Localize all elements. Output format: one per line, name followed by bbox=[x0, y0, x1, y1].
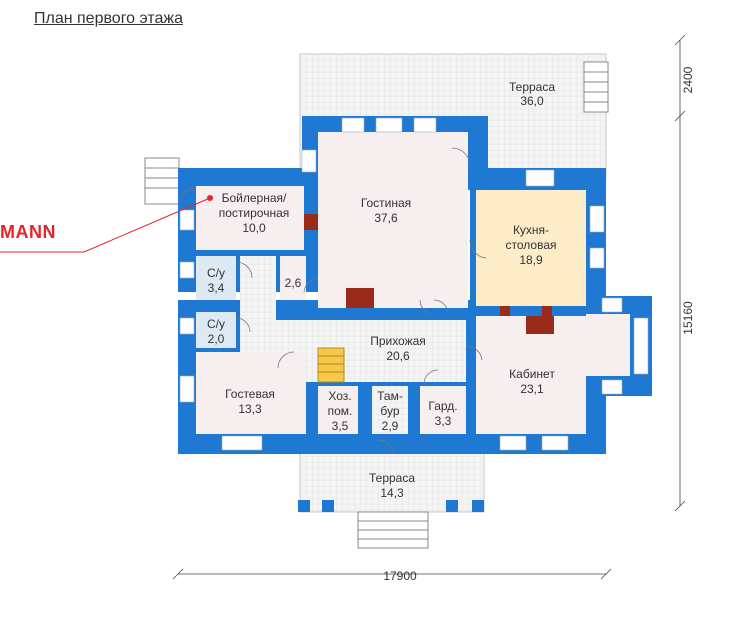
dimension-terrace: 2400 bbox=[681, 66, 695, 93]
wc1-floor bbox=[196, 256, 236, 300]
wc1-name: С/у bbox=[207, 266, 225, 280]
wardrobe-area: 3,3 bbox=[435, 414, 452, 428]
terrace-top-name: Терраса bbox=[509, 80, 555, 94]
utility-area: 3,5 bbox=[332, 419, 349, 433]
office-area: 23,1 bbox=[520, 382, 544, 396]
vestibule-name-2: бур bbox=[380, 404, 399, 418]
boiler-name-2: постирочная bbox=[219, 206, 290, 220]
door-swings bbox=[179, 147, 487, 455]
brand-logo-text: MANN bbox=[0, 222, 56, 242]
wardrobe-name: Гард. bbox=[428, 399, 457, 413]
closet-area: 2,6 bbox=[285, 276, 302, 290]
wc2-name: С/у bbox=[207, 317, 225, 331]
living-room-area: 37,6 bbox=[374, 211, 398, 225]
closet-floor bbox=[280, 256, 306, 300]
side-steps bbox=[144, 157, 180, 205]
plan-title: План первого этажа bbox=[34, 10, 183, 27]
terrace-bottom-area-label: 14,3 bbox=[380, 486, 404, 500]
hall-name: Прихожая bbox=[370, 334, 426, 348]
terrace-posts bbox=[298, 500, 484, 512]
kitchen-name-2: столовая bbox=[506, 238, 557, 252]
office-bay-floor bbox=[586, 314, 630, 376]
dimension-width: 17900 bbox=[383, 569, 417, 583]
windows bbox=[179, 117, 649, 451]
kitchen-area: 18,9 bbox=[519, 253, 543, 267]
boiler-room-floor bbox=[196, 186, 304, 250]
corridor-floor bbox=[240, 256, 276, 320]
room-labels: Терраса 36,0 Гостиная 37,6 Кухня- столов… bbox=[207, 80, 557, 500]
wardrobe-floor bbox=[420, 386, 466, 434]
utility-floor bbox=[318, 386, 358, 434]
living-room-name: Гостиная bbox=[361, 196, 411, 210]
office-floor bbox=[476, 316, 586, 434]
living-room-floor bbox=[318, 132, 468, 308]
vestibule-floor bbox=[372, 386, 408, 434]
brand-pointer bbox=[0, 195, 213, 253]
guest-room-name: Гостевая bbox=[225, 387, 275, 401]
wc2-floor bbox=[196, 312, 236, 348]
dimension-depth: 15160 bbox=[681, 301, 695, 335]
wc2-area: 2,0 bbox=[208, 332, 225, 346]
vestibule-name-1: Там- bbox=[377, 389, 403, 403]
boiler-area: 10,0 bbox=[242, 221, 266, 235]
staircase bbox=[317, 347, 345, 383]
terrace-bottom-name: Терраса bbox=[369, 471, 415, 485]
wc1-area: 3,4 bbox=[208, 281, 225, 295]
kitchen-name-1: Кухня- bbox=[513, 223, 549, 237]
terrace-top-steps bbox=[583, 61, 609, 113]
office-name: Кабинет bbox=[509, 367, 555, 381]
fireplaces bbox=[304, 214, 554, 334]
terrace-top-area-label: 36,0 bbox=[520, 94, 544, 108]
dimension-lines bbox=[172, 34, 686, 580]
guest-room-floor bbox=[196, 352, 306, 434]
guest-room-area: 13,3 bbox=[238, 402, 262, 416]
hall-area: 20,6 bbox=[386, 349, 410, 363]
vestibule-area: 2,9 bbox=[382, 419, 399, 433]
kitchen-floor bbox=[476, 190, 586, 306]
boiler-name-1: Бойлерная/ bbox=[222, 191, 287, 205]
utility-name-2: пом. bbox=[328, 404, 353, 418]
utility-name-1: Хоз. bbox=[328, 389, 351, 403]
